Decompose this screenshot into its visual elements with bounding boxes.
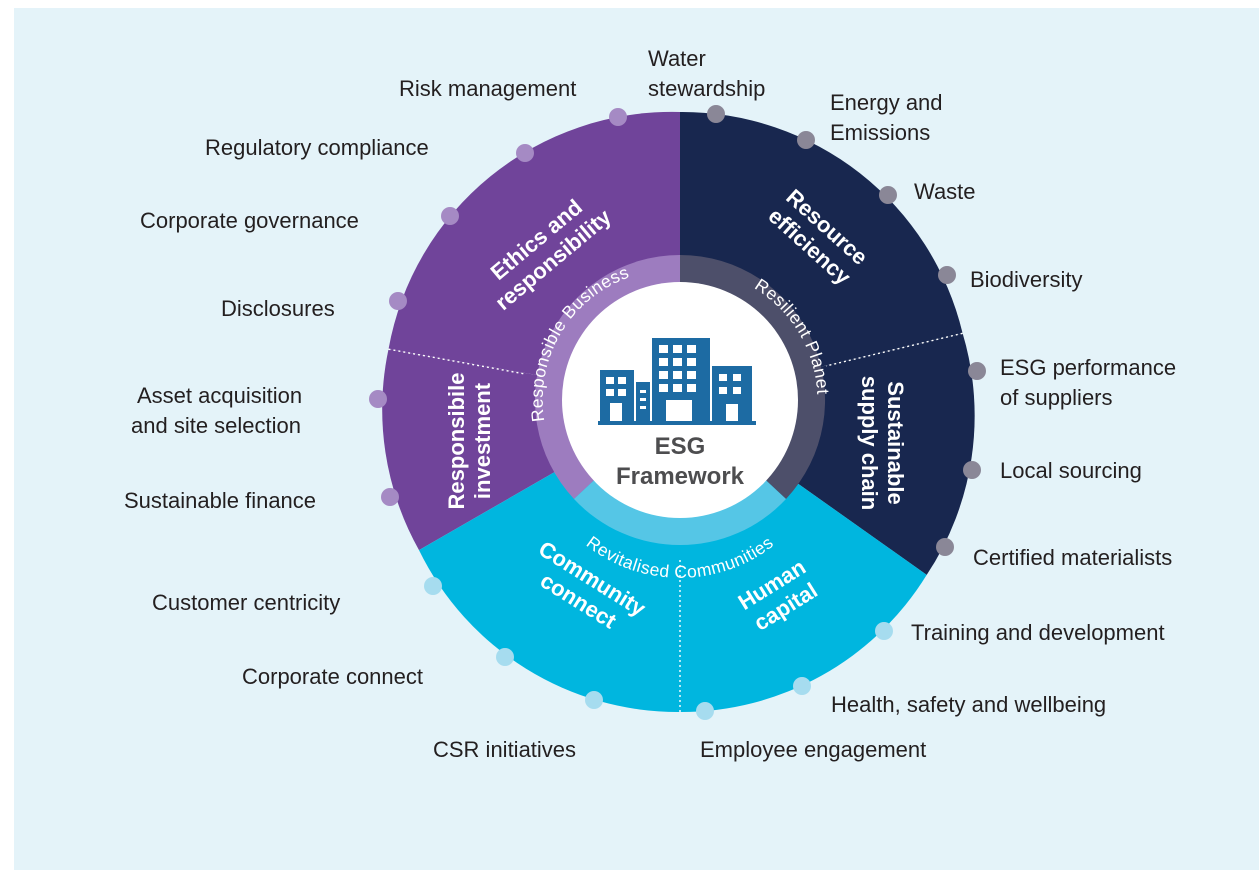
segment-title-investment: Responsibile investment	[444, 373, 495, 510]
segment-title-supply: Sustainable supply chain	[857, 376, 908, 510]
label-waste: Waste	[914, 179, 976, 204]
label-water-2: stewardship	[648, 76, 765, 101]
label-corporate-connect: Corporate connect	[242, 664, 423, 689]
label-training: Training and development	[911, 620, 1165, 645]
marker-employee-engagement	[696, 702, 714, 720]
label-energy-1: Energy and	[830, 90, 943, 115]
marker-regulatory-compliance	[516, 144, 534, 162]
center-title-line1: ESG	[655, 433, 706, 460]
segment-title-supply-line1: Sustainable	[883, 381, 908, 504]
marker-sustainable-finance	[381, 488, 399, 506]
marker-csr-initiatives	[585, 691, 603, 709]
marker-esg-performance	[968, 362, 986, 380]
label-csr-initiatives: CSR initiatives	[433, 737, 576, 762]
marker-corporate-governance	[441, 207, 459, 225]
label-risk-management: Risk management	[399, 76, 576, 101]
marker-local-sourcing	[963, 461, 981, 479]
label-esg-performance-2: of suppliers	[1000, 385, 1113, 410]
marker-health-safety	[793, 677, 811, 695]
label-regulatory-compliance: Regulatory compliance	[205, 135, 429, 160]
marker-disclosures	[389, 292, 407, 310]
segment-dividers	[388, 332, 963, 712]
label-biodiversity: Biodiversity	[970, 267, 1082, 292]
marker-customer-centricity	[424, 577, 442, 595]
label-local-sourcing: Local sourcing	[1000, 458, 1142, 483]
marker-water-stewardship	[707, 105, 725, 123]
marker-asset-acquisition	[369, 390, 387, 408]
label-disclosures: Disclosures	[221, 296, 335, 321]
label-sustainable-finance: Sustainable finance	[124, 488, 316, 513]
label-corporate-governance: Corporate governance	[140, 208, 359, 233]
label-energy-2: Emissions	[830, 120, 930, 145]
buildings-icon	[598, 338, 756, 425]
marker-training	[875, 622, 893, 640]
label-asset-2: and site selection	[131, 413, 301, 438]
topic-markers	[369, 105, 986, 720]
marker-certified-materialists	[936, 538, 954, 556]
topic-labels: Risk management Water stewardship Energy…	[124, 46, 1176, 762]
marker-energy-emissions	[797, 131, 815, 149]
label-health-safety: Health, safety and wellbeing	[831, 692, 1106, 717]
label-water-1: Water	[648, 46, 706, 71]
segment-title-investment-line2: investment	[470, 382, 495, 499]
label-employee-engagement: Employee engagement	[700, 737, 926, 762]
segment-title-supply-line2: supply chain	[857, 376, 882, 510]
marker-biodiversity	[938, 266, 956, 284]
label-certified-materialists: Certified materialists	[973, 545, 1172, 570]
label-esg-performance-1: ESG performance	[1000, 355, 1176, 380]
center-title-line2: Framework	[616, 463, 745, 490]
marker-waste	[879, 186, 897, 204]
label-asset-1: Asset acquisition	[137, 383, 302, 408]
segment-title-investment-line1: Responsibile	[444, 373, 469, 510]
label-customer-centricity: Customer centricity	[152, 590, 340, 615]
marker-risk-management	[609, 108, 627, 126]
marker-corporate-connect	[496, 648, 514, 666]
